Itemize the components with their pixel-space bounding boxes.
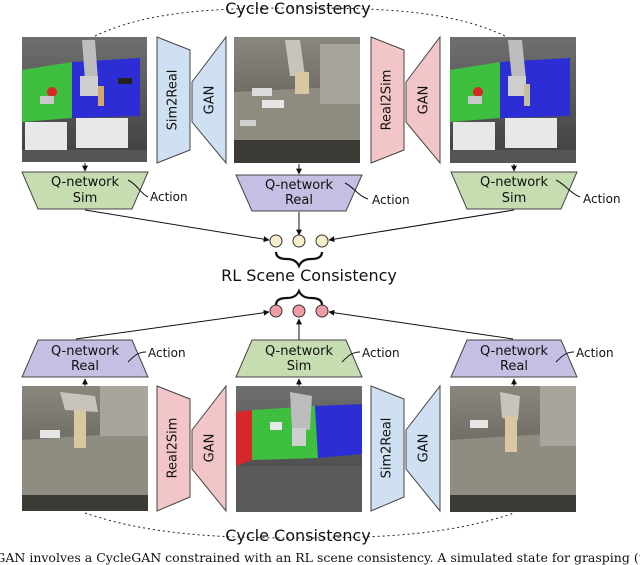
cycle-consistency-title-bottom: Cycle Consistency	[225, 526, 371, 545]
q-value-node-red-left	[269, 304, 283, 318]
real2sim-label-top: Real2Sim	[380, 70, 395, 131]
q-network-real-top-middle: Q-network Real	[235, 174, 363, 212]
sim2real-label-top: Sim2Real	[166, 70, 181, 131]
real-image-bottom-left	[22, 386, 148, 511]
sim2real-generator-top: Sim2Real GAN	[156, 35, 227, 165]
q-network-real-bottom-right: Q-network Real	[450, 339, 578, 378]
arrow-q-real-right-to-node	[328, 309, 514, 340]
q-network-type-label: Real	[500, 359, 528, 374]
sim2real-label-bottom: Sim2Real	[380, 418, 395, 479]
sim-image-top-left	[22, 37, 147, 162]
q-network-label: Q-network	[51, 344, 120, 359]
cycle-consistency-arc-bottom	[84, 512, 515, 539]
q-network-sim-top-right: Q-network Sim	[450, 171, 578, 210]
real2sim-generator-bottom: Real2Sim GAN	[156, 384, 227, 513]
q-network-label: Q-network	[265, 344, 334, 359]
sim2real-generator-bottom: Sim2Real GAN	[370, 384, 441, 513]
q-network-label: Q-network	[480, 344, 549, 359]
arrow-q-real-left-to-node	[75, 309, 270, 340]
real2sim-generator-top: Real2Sim GAN	[370, 35, 441, 165]
brace-lower	[274, 288, 324, 306]
real2sim-label-bottom: Real2Sim	[166, 418, 181, 479]
cycle-consistency-title-top: Cycle Consistency	[225, 0, 371, 18]
q-network-type-label: Sim	[502, 191, 527, 206]
real-image-bottom-right	[450, 386, 576, 512]
arrow-q-sim-left-to-node	[84, 209, 270, 243]
q-network-real-bottom-left: Q-network Real	[21, 339, 149, 378]
action-connector	[127, 179, 149, 198]
action-label-bottom-right: Action	[576, 346, 614, 360]
sim-image-bottom-middle	[236, 386, 362, 512]
q-network-sim-bottom-middle: Q-network Sim	[235, 339, 363, 378]
figure-caption-text: eGAN involves a CycleGAN constrained wit…	[0, 550, 640, 565]
q-network-type-label: Real	[285, 193, 313, 208]
gan-label-bottom-1: GAN	[203, 434, 218, 463]
q-value-node-yellow-middle	[292, 234, 306, 248]
gan-label-top-2: GAN	[417, 86, 432, 115]
q-network-label: Q-network	[51, 175, 120, 190]
q-value-node-red-middle	[292, 304, 306, 318]
gan-label-bottom-2: GAN	[417, 434, 432, 463]
action-connector	[555, 179, 581, 198]
action-connector	[341, 351, 361, 363]
action-connector	[555, 351, 575, 363]
q-network-label: Q-network	[480, 175, 549, 190]
action-label-bottom-middle: Action	[362, 346, 400, 360]
action-label-bottom-left: Action	[148, 346, 186, 360]
q-value-node-yellow-right	[315, 234, 329, 248]
q-network-sim-top-left: Q-network Sim	[21, 171, 149, 210]
arrow-q-sim-right-to-node	[328, 209, 515, 243]
brace-upper	[274, 251, 324, 269]
q-value-node-yellow-left	[269, 234, 283, 248]
q-network-label: Q-network	[265, 178, 334, 193]
sim-image-top-right	[450, 37, 576, 163]
q-value-node-red-right	[315, 304, 329, 318]
q-network-type-label: Real	[71, 359, 99, 374]
action-connector	[344, 182, 369, 200]
figure-caption: eGAN involves a CycleGAN constrained wit…	[0, 550, 640, 565]
rl-scene-consistency-title: RL Scene Consistency	[221, 266, 397, 285]
action-label-top-middle: Action	[372, 193, 410, 207]
q-network-type-label: Sim	[73, 191, 98, 206]
real-image-top-middle	[234, 37, 360, 163]
action-label-top-left: Action	[150, 190, 188, 204]
action-connector	[127, 351, 147, 363]
q-network-type-label: Sim	[287, 359, 312, 374]
gan-label-top-1: GAN	[203, 86, 218, 115]
action-label-top-right: Action	[583, 192, 621, 206]
